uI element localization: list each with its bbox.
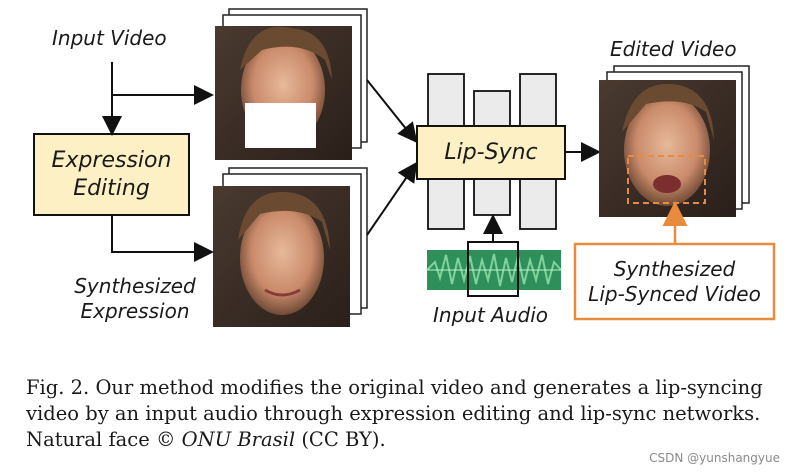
input-audio-label: Input Audio	[433, 303, 548, 327]
synthesized-expression-text: Synthesized Expression	[60, 268, 210, 330]
audio-waveform	[427, 242, 561, 296]
expression-editing-text: Expression Editing	[34, 134, 189, 215]
figure-caption: Fig. 2. Our method modifies the original…	[26, 375, 786, 453]
edited-video-frame	[599, 80, 736, 217]
arrow-expression-to-lipsync	[367, 165, 415, 235]
synthesized-lipsynced-text: Synthesized Lip-Synced Video	[575, 244, 774, 319]
arrow-video-to-lipsync	[367, 80, 415, 140]
edited-video-stack	[599, 66, 749, 217]
caption-suffix: (CC BY).	[295, 428, 386, 451]
lip-sync-text: Lip-Sync	[417, 126, 565, 179]
input-video-label: Input Video	[52, 26, 167, 50]
expression-editing-line1: Expression	[52, 147, 172, 175]
caption-prefix: Fig. 2. Our method modifies the original…	[26, 376, 763, 451]
synthesized-lipsynced-line1: Synthesized	[614, 257, 736, 282]
caption-source: ONU Brasil	[182, 428, 295, 451]
input-video-frame	[215, 26, 352, 160]
synthesized-expression-frame	[213, 186, 350, 327]
synthesized-expression-line2: Expression	[80, 299, 189, 324]
masked-mouth-region	[245, 103, 316, 148]
edited-video-label: Edited Video	[610, 37, 737, 61]
synthesized-lipsynced-line2: Lip-Synced Video	[588, 282, 761, 307]
watermark: CSDN @yunshangyue	[649, 451, 780, 465]
expression-editing-line2: Editing	[73, 175, 150, 203]
synthesized-expression-stack	[213, 168, 367, 327]
arrow-to-synth-frame	[112, 215, 210, 252]
input-video-stack	[215, 9, 367, 160]
synthesized-expression-line1: Synthesized	[74, 274, 196, 299]
